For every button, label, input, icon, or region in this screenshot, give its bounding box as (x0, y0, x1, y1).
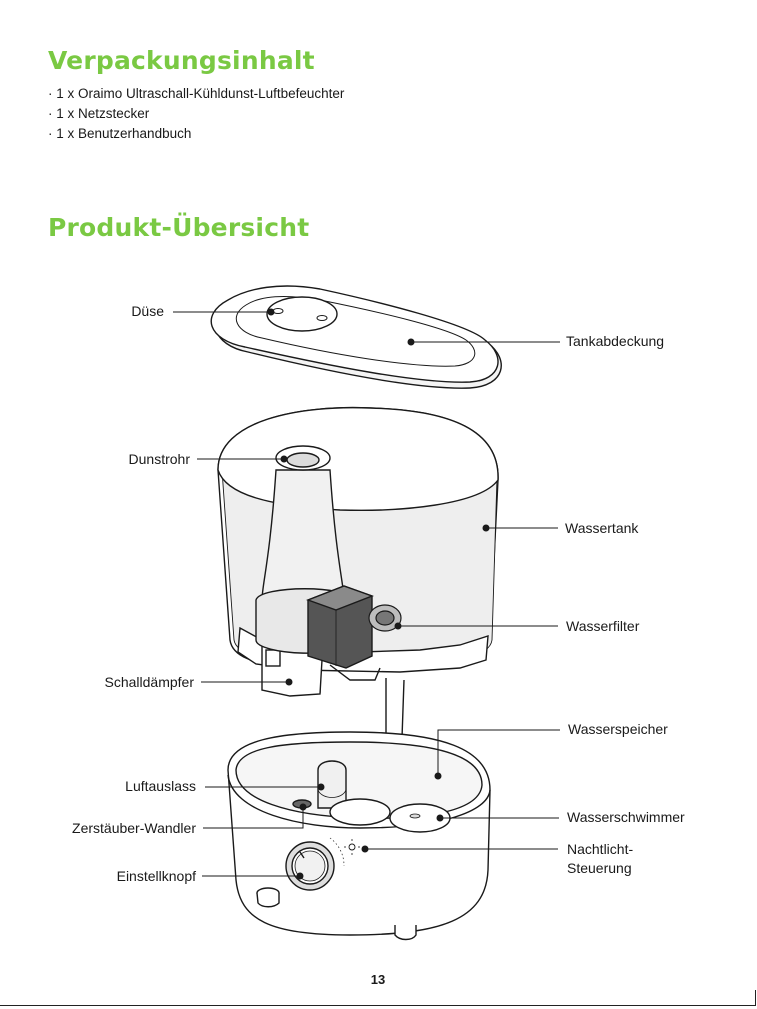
bottom-corner-mark (755, 990, 756, 1006)
label-luftauslass: Luftauslass (70, 777, 196, 795)
label-wasserschwimmer: Wasserschwimmer (567, 808, 685, 826)
label-nachtlicht-line2: Steuerung (567, 859, 632, 877)
label-tankabdeckung: Tankabdeckung (566, 332, 664, 350)
label-einstellknopf: Einstellknopf (70, 867, 196, 885)
label-schalldaempfer: Schalldämpfer (60, 673, 194, 691)
label-dunstrohr: Dunstrohr (80, 450, 190, 468)
label-wasserspeicher: Wasserspeicher (568, 720, 668, 738)
tank-lid-drawing (211, 286, 501, 388)
silencer-drawing (308, 586, 372, 668)
base-drawing (228, 732, 490, 940)
label-zerstaeuber: Zerstäuber-Wandler (20, 819, 196, 837)
water-tank-drawing (218, 408, 498, 738)
label-nachtlicht-line1: Nachtlicht- (567, 840, 633, 858)
label-wassertank: Wassertank (565, 519, 638, 537)
page-number: 13 (360, 972, 396, 987)
label-duese: Düse (90, 302, 164, 320)
label-wasserfilter: Wasserfilter (566, 617, 639, 635)
bottom-rule (0, 1005, 755, 1006)
